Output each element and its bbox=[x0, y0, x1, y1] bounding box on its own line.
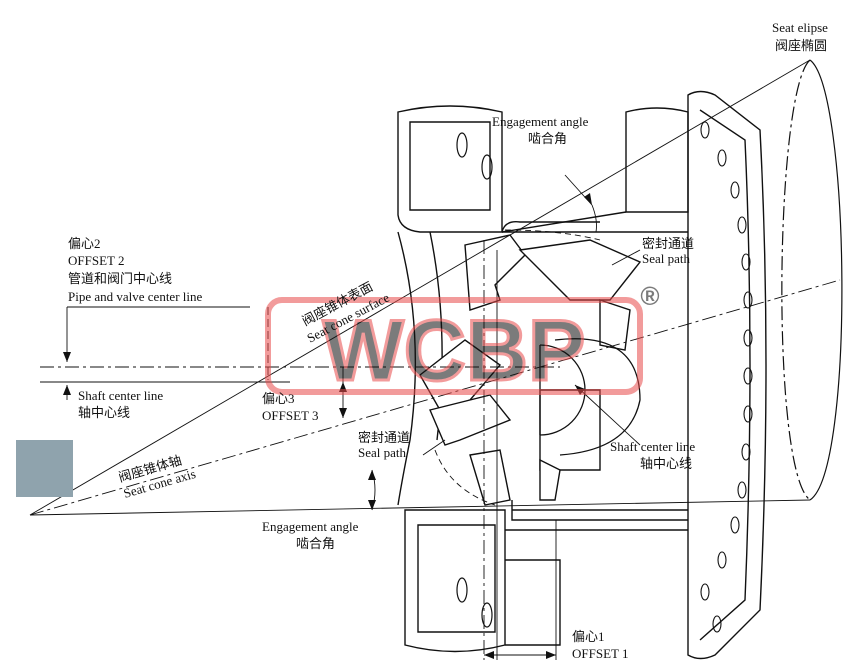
watermark-text: WCBP bbox=[323, 303, 586, 399]
watermark-logo: WCBP ® bbox=[265, 281, 660, 401]
shaft-center-right-cn: 轴中心线 bbox=[640, 456, 692, 471]
seat-ellipse-label-cn: 阀座椭圆 bbox=[775, 38, 827, 53]
pipe-center-label-en: Pipe and valve center line bbox=[68, 289, 203, 304]
construction-lines bbox=[29, 59, 841, 660]
bolt-holes-right bbox=[700, 121, 753, 633]
offset2-label-en: OFFSET 2 bbox=[68, 253, 124, 268]
offset3-label-en: OFFSET 3 bbox=[262, 408, 318, 423]
seat-ellipse-label-en: Seat elipse bbox=[772, 20, 828, 35]
offset1-label-cn: 偏心1 bbox=[572, 629, 605, 644]
watermark-registered: ® bbox=[640, 281, 659, 311]
seal-path-top-cn: 密封通道 bbox=[642, 236, 694, 251]
valve-body bbox=[397, 90, 767, 660]
shaft-center-left-en: Shaft center line bbox=[78, 388, 163, 403]
bolt-holes-left bbox=[456, 132, 493, 628]
shaft-center-right-en: Shaft center line bbox=[610, 439, 695, 454]
seal-path-mid-cn: 密封通道 bbox=[358, 430, 410, 445]
shaft-center-left-cn: 轴中心线 bbox=[78, 405, 130, 420]
seal-path-top-en: Seal path bbox=[642, 251, 691, 266]
engagement-angle-bottom-cn: 啮合角 bbox=[296, 536, 335, 551]
seal-path-mid-en: Seal path bbox=[358, 445, 407, 460]
offset1-label-en: OFFSET 1 bbox=[572, 646, 628, 661]
seat-ellipse bbox=[781, 59, 843, 501]
offset2-label-cn: 偏心2 bbox=[68, 236, 101, 251]
pipe-center-label-cn: 管道和阀门中心线 bbox=[68, 271, 172, 286]
engagement-angle-bottom-en: Engagement angle bbox=[262, 519, 359, 534]
gray-swatch bbox=[16, 440, 73, 497]
engagement-angle-top-en: Engagement angle bbox=[492, 114, 589, 129]
offset3-label-cn: 偏心3 bbox=[262, 391, 295, 406]
labels: Seat elipse 阀座椭圆 Engagement angle 啮合角 偏心… bbox=[68, 20, 828, 661]
engagement-angle-top-cn: 啮合角 bbox=[528, 131, 567, 146]
